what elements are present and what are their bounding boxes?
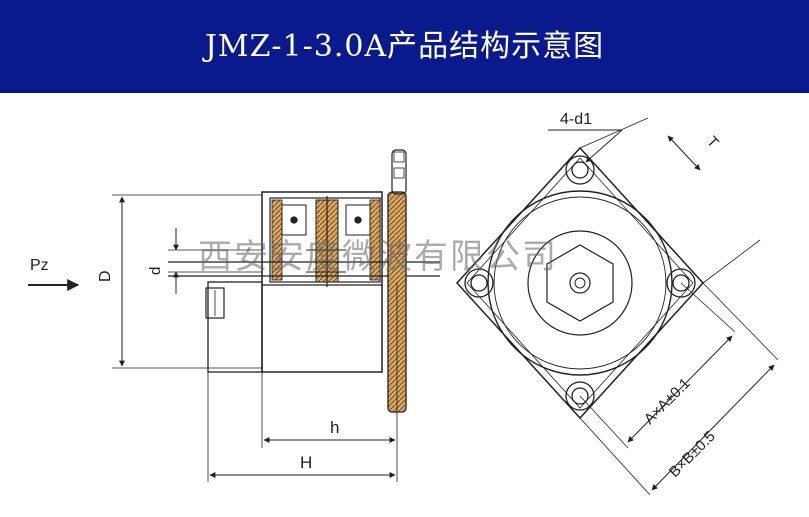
- dim-H-label: H: [300, 453, 312, 472]
- page-title: JMZ-1-3.0A产品结构示意图: [204, 29, 605, 64]
- dim-T-line: [667, 135, 701, 171]
- pz-label: Pz: [30, 257, 49, 274]
- dim-h-label: h: [330, 418, 339, 437]
- mounting-hole: [464, 268, 494, 298]
- front-view: 4-d1 T A×A±0.1 B×B±0.5: [455, 111, 779, 496]
- dim-d-label: d: [147, 267, 164, 275]
- dim-B-label: B×B±0.5: [666, 428, 719, 481]
- mounting-hole: [565, 381, 595, 411]
- dim-A-label: A×A±0.1: [641, 375, 694, 428]
- body-circle: [487, 190, 673, 376]
- dim-B-line: [651, 364, 775, 491]
- watermark: 西安安度微波有限公司: [198, 237, 558, 277]
- dim-T-label: T: [703, 133, 722, 151]
- side-view: Pz D d: [28, 149, 440, 482]
- title-banner: JMZ-1-3.0A产品结构示意图: [0, 0, 809, 93]
- dim-D-label: D: [97, 270, 114, 282]
- mounting-hole: [565, 155, 595, 185]
- holes-label: 4-d1: [560, 111, 592, 128]
- mounting-hole: [666, 268, 696, 298]
- hex-nut: [546, 244, 614, 322]
